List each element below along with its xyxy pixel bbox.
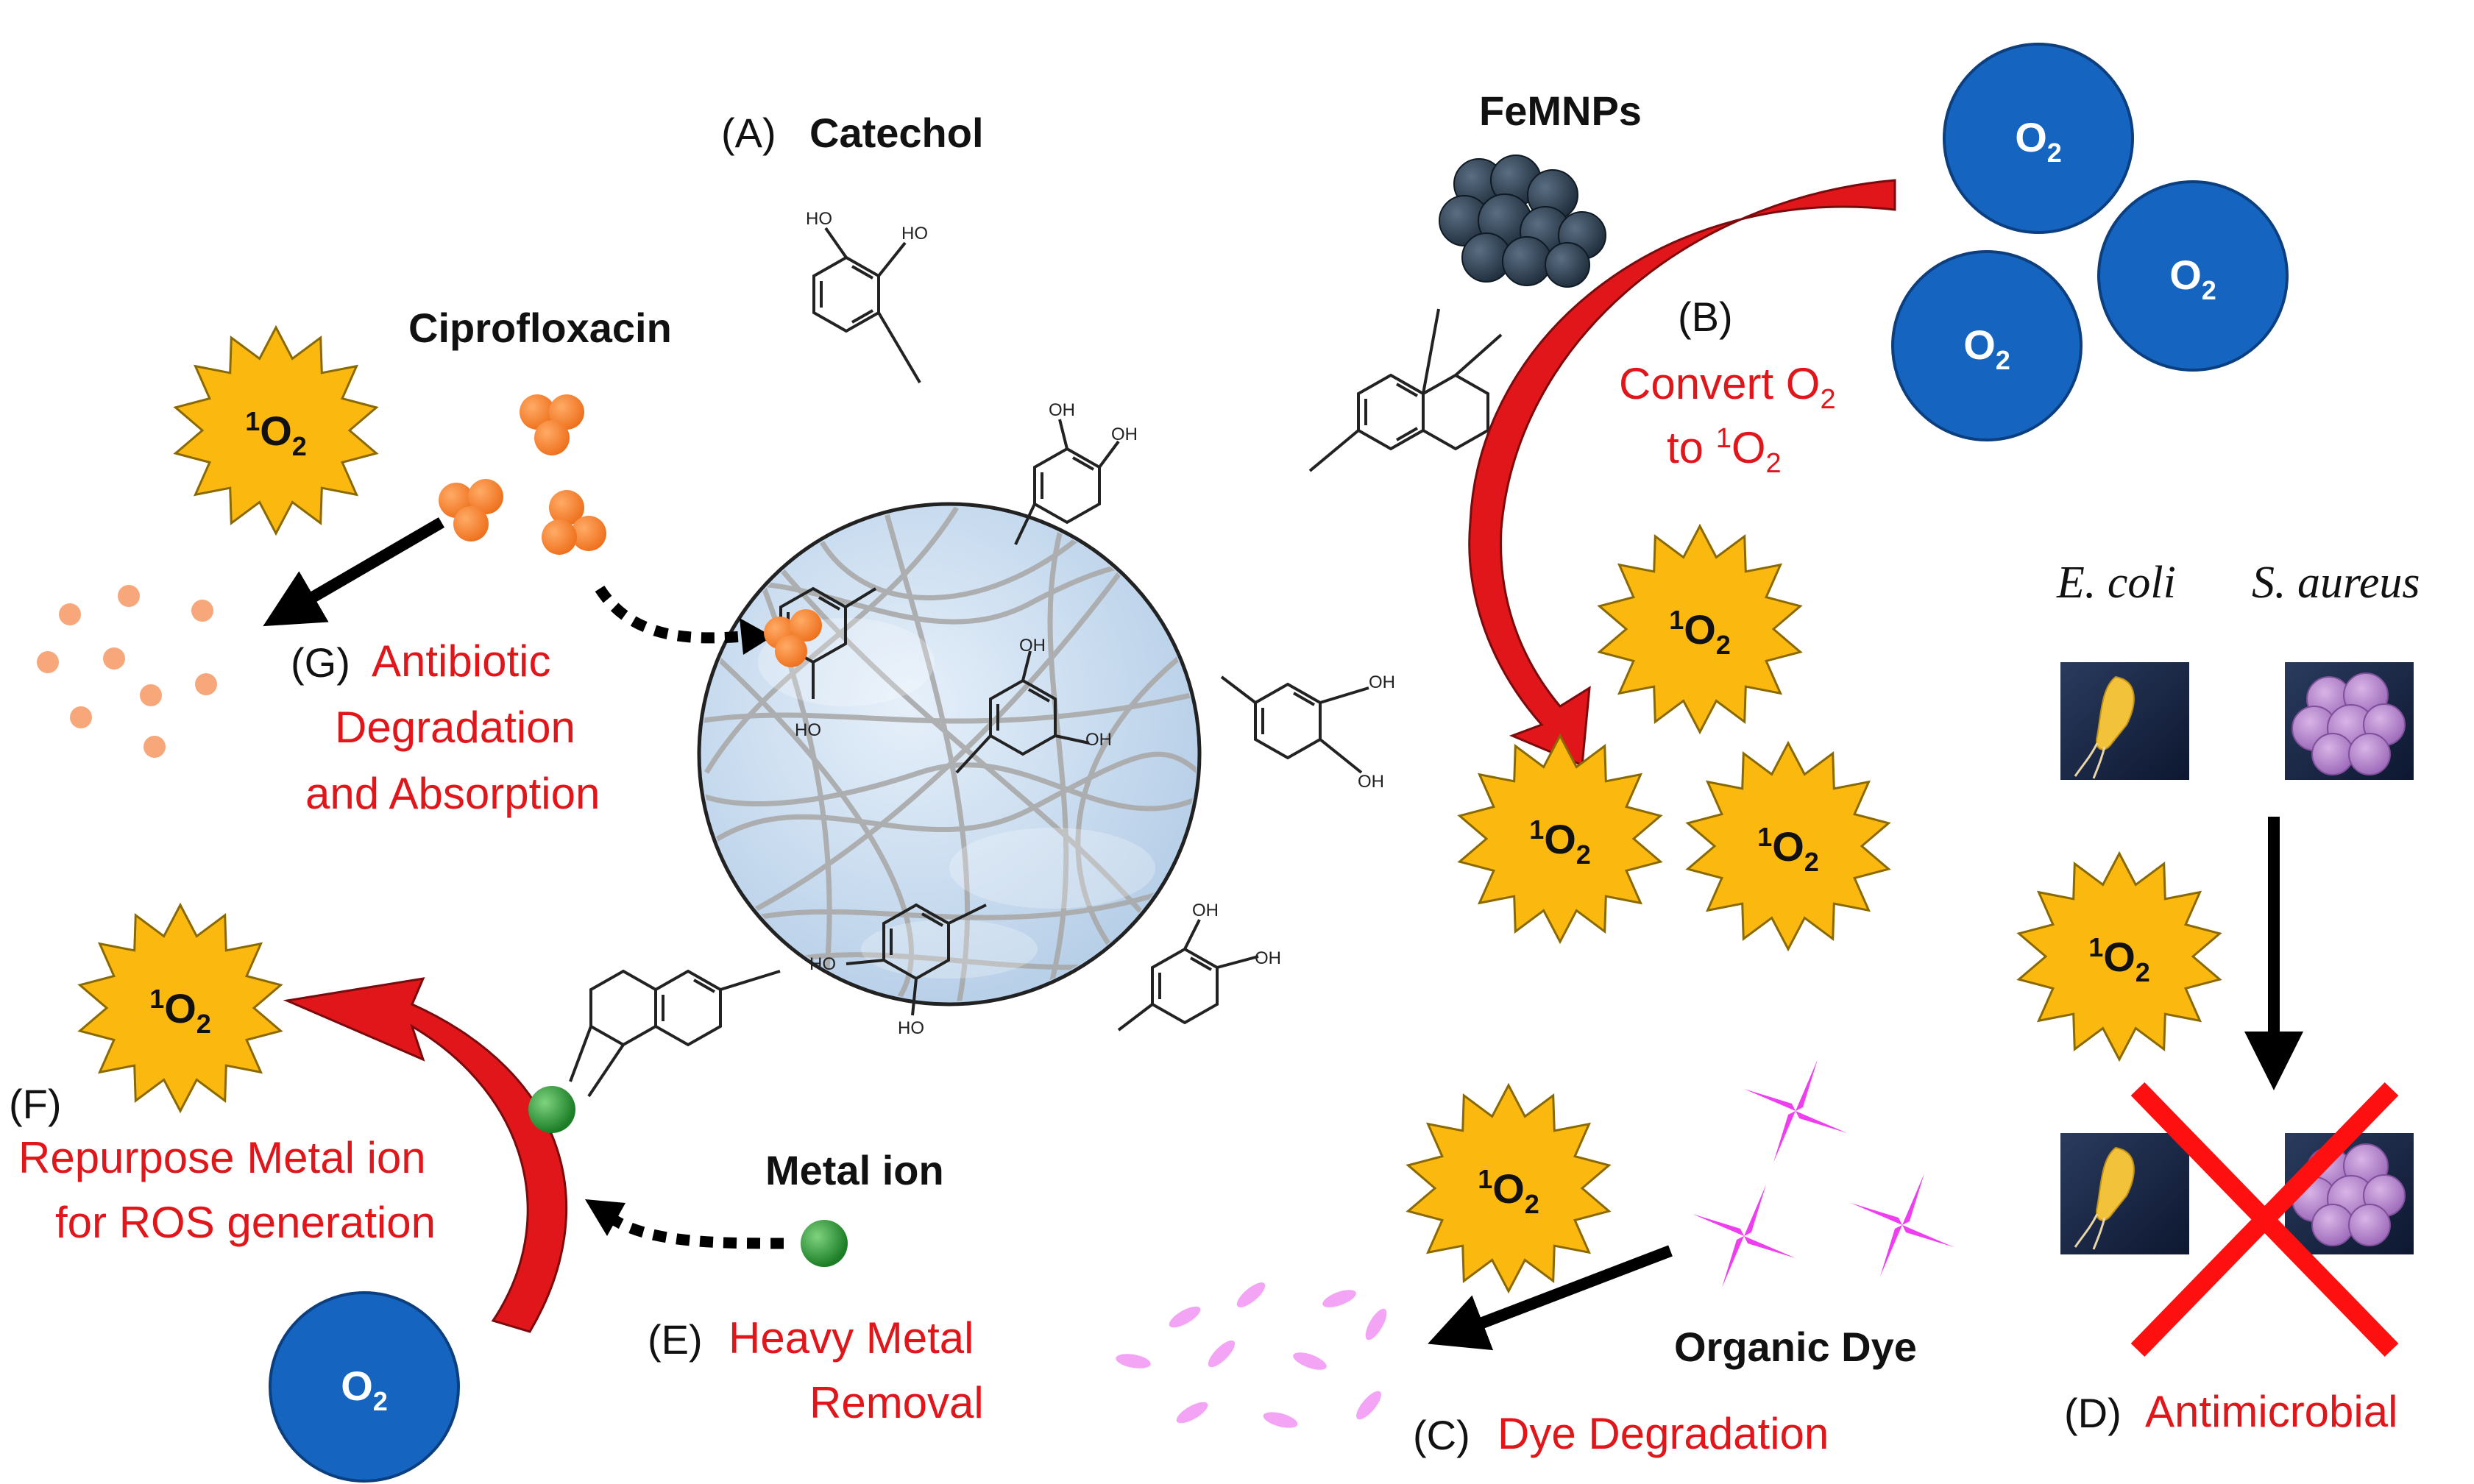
kill-cross [2130, 1082, 2399, 1357]
svg-text:OH: OH [1111, 425, 1138, 444]
oxygen-molecules: O2 O2 O2 O2 [269, 43, 2289, 1483]
degraded-fragments [37, 585, 217, 758]
label-a-letter: (A) [721, 110, 776, 156]
singlet-oxygen-star: 1O2 [77, 902, 283, 1114]
svg-text:HO: HO [809, 954, 836, 974]
dye-arrow [1428, 1245, 1673, 1351]
label-c-letter: (C) [1413, 1412, 1470, 1458]
label-g-line1: Antibiotic [372, 636, 551, 686]
hydroxyl-labels: HO HO OH OH HO OH OH OH OH HO HO OH OH [795, 209, 1395, 1038]
singlet-oxygen-star: 1O2 [1685, 740, 1891, 952]
oxygen-molecule: O2 [2097, 180, 2289, 372]
label-convert-line1: Convert O2 [1619, 359, 1836, 415]
singlet-oxygen-stars: 1O2 1O2 1O2 1O2 1O2 1O2 1O2 [77, 324, 2222, 1294]
svg-text:HO: HO [795, 720, 821, 740]
organic-dye-molecules [1693, 1059, 1954, 1288]
hydrogel-sphere [697, 502, 1202, 1007]
repurpose-arrow [283, 977, 568, 1333]
ecoli-panel [2060, 662, 2189, 780]
svg-text:OH: OH [1255, 948, 1281, 968]
label-c-text: Dye Degradation [1497, 1409, 1829, 1458]
singlet-oxygen-star: 1O2 [1597, 523, 1803, 735]
label-g-letter: (G) [291, 639, 350, 686]
label-metal-ion: Metal ion [765, 1147, 944, 1193]
svg-text:HO: HO [901, 224, 928, 244]
svg-text:OH: OH [1049, 400, 1075, 420]
svg-text:O2: O2 [1963, 322, 2010, 375]
label-femnps: FeMNPs [1479, 88, 1642, 134]
svg-text:OH: OH [1358, 772, 1384, 792]
label-catechol: Catechol [809, 110, 984, 156]
label-f-line2: for ROS generation [55, 1198, 436, 1247]
svg-text:1O2: 1O2 [1478, 1164, 1539, 1219]
label-convert-line2: to 1O2 [1667, 423, 1782, 479]
svg-text:OH: OH [1192, 901, 1219, 920]
oxygen-molecule: O2 [269, 1291, 460, 1483]
singlet-oxygen-star: 1O2 [1457, 733, 1663, 945]
svg-text:OH: OH [1085, 730, 1112, 750]
svg-text:1O2: 1O2 [149, 984, 211, 1039]
femnps-cluster [1439, 155, 1606, 288]
svg-text:1O2: 1O2 [245, 406, 307, 461]
saureus-panel-dead [2285, 1133, 2414, 1254]
label-e-line1: Heavy Metal [729, 1313, 974, 1363]
svg-text:O2: O2 [341, 1363, 388, 1416]
oxygen-molecule: O2 [1891, 250, 2083, 441]
svg-text:O2: O2 [2169, 252, 2216, 305]
svg-text:HO: HO [806, 209, 832, 229]
adsorption-dotted-arrow [595, 585, 744, 644]
oxygen-molecule: O2 [1943, 43, 2134, 234]
label-d-text: Antimicrobial [2145, 1387, 2398, 1436]
ciprofloxacin-molecules [439, 394, 822, 667]
convert-arrow [1468, 179, 1896, 767]
label-b-letter: (B) [1678, 294, 1733, 340]
svg-text:OH: OH [1369, 672, 1395, 692]
metal-ion-free [801, 1220, 848, 1267]
svg-text:1O2: 1O2 [1529, 814, 1591, 870]
saureus-panel [2285, 662, 2414, 780]
metal-dotted-arrow [607, 1213, 784, 1249]
label-f-letter: (F) [9, 1081, 62, 1127]
label-g-line2: Degradation [335, 703, 575, 752]
svg-text:O2: O2 [2015, 114, 2062, 168]
label-e-line2: Removal [809, 1378, 984, 1427]
label-f-line1: Repurpose Metal ion [18, 1133, 426, 1182]
singlet-oxygen-star: 1O2 [2016, 851, 2222, 1062]
ecoli-panel-dead [2060, 1133, 2189, 1254]
label-e-letter: (E) [648, 1316, 703, 1363]
singlet-oxygen-star: 1O2 [1406, 1082, 1612, 1294]
label-e-coli: E. coli [2057, 558, 2176, 608]
label-s-aureus: S. aureus [2252, 558, 2420, 608]
singlet-oxygen-star: 1O2 [173, 324, 379, 536]
label-ciprofloxacin: Ciprofloxacin [408, 305, 672, 351]
svg-text:1O2: 1O2 [2088, 932, 2150, 987]
antibiotic-arrow [263, 517, 445, 627]
label-g-line3: and Absorption [305, 769, 600, 818]
label-organic-dye: Organic Dye [1674, 1324, 1917, 1370]
dye-fragments [1116, 1282, 1387, 1428]
label-d-letter: (D) [2064, 1390, 2122, 1436]
svg-text:1O2: 1O2 [1757, 822, 1819, 877]
svg-text:OH: OH [1019, 636, 1046, 656]
metal-ion-bound [528, 1086, 575, 1133]
svg-text:HO: HO [898, 1018, 924, 1038]
svg-text:1O2: 1O2 [1669, 605, 1731, 660]
